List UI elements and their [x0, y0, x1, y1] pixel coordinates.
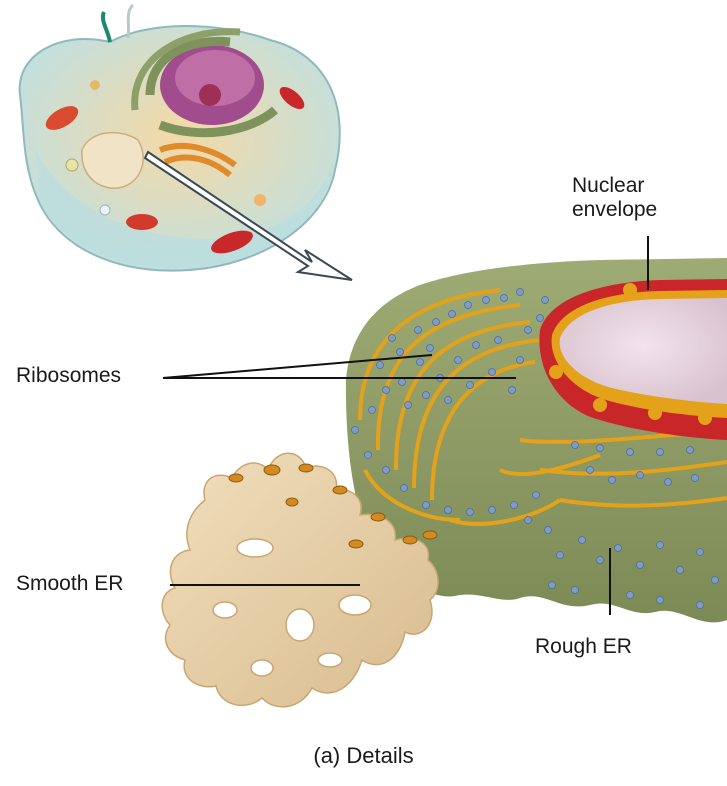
ribosomes-label: Ribosomes	[16, 364, 121, 388]
rough-er-label: Rough ER	[535, 635, 632, 659]
cell-inset	[20, 5, 352, 280]
smooth-er-label: Smooth ER	[16, 572, 123, 596]
nuclear-envelope-label: Nuclear envelope	[572, 174, 657, 222]
figure-caption: (a) Details	[0, 743, 727, 768]
nuclear-envelope-label-line2: envelope	[572, 198, 657, 222]
nuclear-envelope-label-line1: Nuclear	[572, 174, 657, 198]
